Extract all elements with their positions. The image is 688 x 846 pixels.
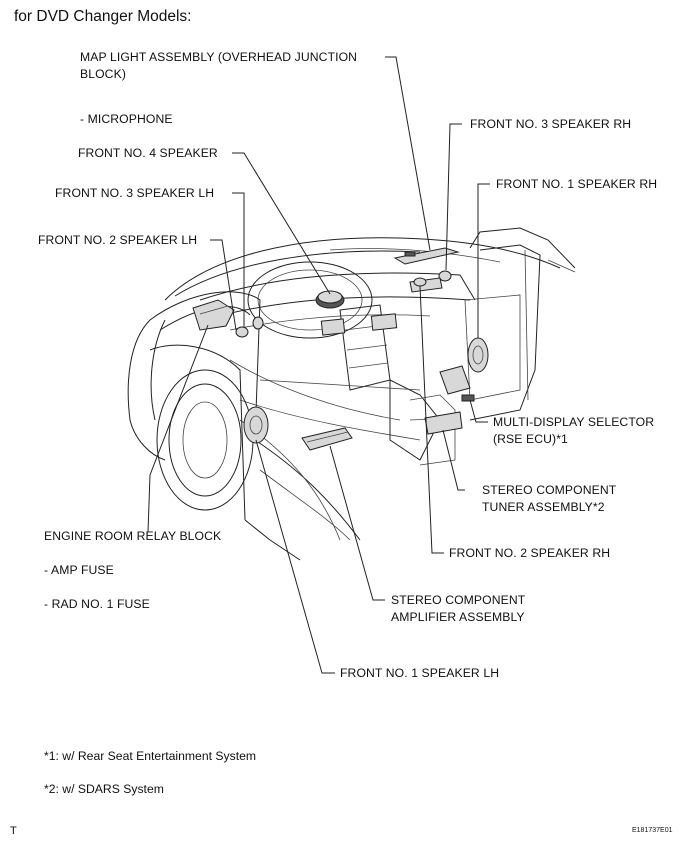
component-markers	[192, 247, 489, 451]
label-front-no1-speaker-rh: FRONT NO. 1 SPEAKER RH	[496, 177, 658, 191]
page-heading: for DVD Changer Models:	[14, 8, 192, 25]
label-front-no3-speaker-rh: FRONT NO. 3 SPEAKER RH	[470, 117, 632, 131]
label-stereo-tuner-line1: STEREO COMPONENT	[482, 483, 617, 497]
label-stereo-amp-line1: STEREO COMPONENT	[391, 593, 526, 607]
label-microphone: - MICROPHONE	[80, 112, 173, 126]
label-front-no3-speaker-lh: FRONT NO. 3 SPEAKER LH	[55, 186, 215, 200]
label-map-light-line2: BLOCK)	[80, 67, 126, 81]
label-stereo-tuner-line2: TUNER ASSEMBLY*2	[482, 500, 605, 514]
label-engine-room-relay-block: ENGINE ROOM RELAY BLOCK	[44, 529, 222, 543]
label-multi-display-selector-line1: MULTI-DISPLAY SELECTOR	[493, 415, 655, 429]
label-front-no2-speaker-rh: FRONT NO. 2 SPEAKER RH	[449, 546, 611, 560]
label-front-no1-speaker-lh: FRONT NO. 1 SPEAKER LH	[340, 666, 500, 680]
label-amp-fuse: - AMP FUSE	[44, 563, 114, 577]
label-front-no2-speaker-lh: FRONT NO. 2 SPEAKER LH	[38, 233, 198, 247]
label-stereo-amp-line2: AMPLIFIER ASSEMBLY	[391, 610, 525, 624]
figure-code: E181737E01	[632, 827, 673, 834]
footnote-2: *2: w/ SDARS System	[44, 782, 164, 796]
footnote-1: *1: w/ Rear Seat Entertainment System	[44, 749, 257, 763]
label-multi-display-selector-line2: (RSE ECU)*1	[493, 432, 568, 446]
leader-lines	[147, 56, 490, 674]
label-map-light-line1: MAP LIGHT ASSEMBLY (OVERHEAD JUNCTION	[80, 50, 358, 64]
label-front-no4-speaker: FRONT NO. 4 SPEAKER	[78, 146, 218, 160]
label-rad-fuse: - RAD NO. 1 FUSE	[44, 597, 150, 611]
corner-mark-left: T	[10, 825, 17, 837]
